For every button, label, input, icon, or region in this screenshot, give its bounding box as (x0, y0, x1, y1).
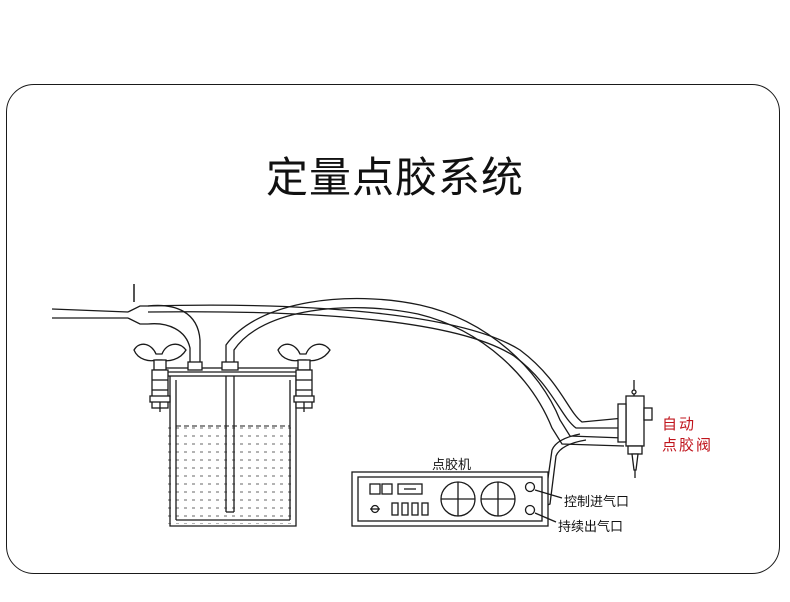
valve-label-line2: 点胶阀 (662, 436, 714, 454)
content-frame (6, 84, 780, 574)
machine-display (397, 483, 423, 495)
glue-tank (163, 361, 303, 527)
control-inlet-label: 控制进气口 (564, 495, 630, 510)
page-title: 定量点胶系统 (265, 153, 524, 202)
auto-dispense-valve (617, 380, 653, 478)
machine-switch-2 (381, 483, 393, 495)
dispensing-machine (351, 471, 563, 527)
valve-label: 自动 点胶阀 (662, 414, 713, 456)
valve-label-line1: 自动 (662, 415, 697, 433)
control-inlet-port (524, 481, 536, 493)
continuous-outlet-port (524, 504, 536, 516)
wing-nut-left (133, 343, 187, 412)
air-supply-line (51, 284, 201, 372)
machine-switch-1 (369, 483, 381, 495)
dispense-hoses (147, 297, 625, 511)
continuous-outlet-label: 持续出气口 (558, 520, 624, 535)
machine-label: 点胶机 (432, 458, 472, 473)
wing-nut-right (277, 343, 331, 412)
glue-liquid (168, 426, 292, 524)
